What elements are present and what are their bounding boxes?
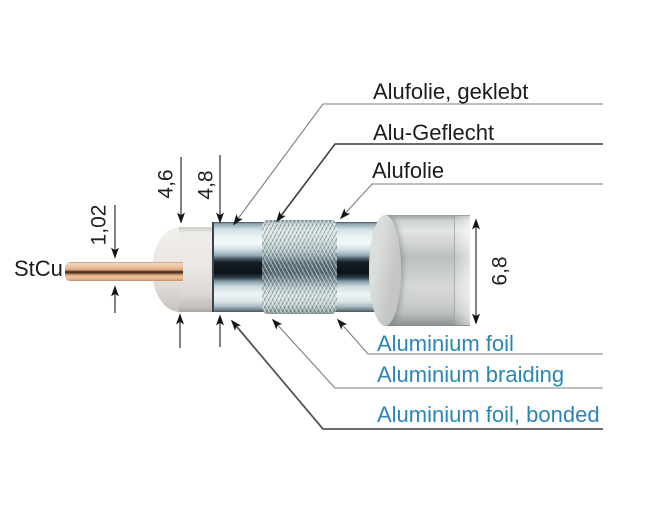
braid-shield xyxy=(262,220,337,314)
dielectric-body xyxy=(179,227,214,312)
dim-value-foil-diameter: 4,8 xyxy=(194,170,218,200)
outer-jacket-cut-face xyxy=(454,216,470,325)
leader-aluminium-braiding xyxy=(271,318,603,389)
label-alufolie-geklebt: Alufolie, geklebt xyxy=(373,79,529,104)
label-alu-geflecht: Alu-Geflecht xyxy=(373,120,495,145)
conductor-material-label: StCu xyxy=(14,256,63,281)
leader-alufolie-geklebt xyxy=(233,103,603,226)
outer-jacket-rim xyxy=(369,215,401,326)
leader-alufolie xyxy=(339,183,603,220)
label-aluminium-foil: Aluminium foil xyxy=(377,331,514,356)
label-aluminium-foil-bonded: Aluminium foil, bonded xyxy=(377,402,600,427)
label-alufolie: Alufolie xyxy=(372,158,445,183)
leader-alu-geflecht xyxy=(276,143,603,223)
dim-value-dielectric-diameter: 4,6 xyxy=(154,169,178,199)
dim-value-jacket-diameter: 6,8 xyxy=(488,256,512,286)
center-conductor xyxy=(65,262,183,281)
dim-value-conductor-diameter: 1,02 xyxy=(87,204,111,246)
label-aluminium-braiding: Aluminium braiding xyxy=(377,362,565,387)
leader-aluminium-foil xyxy=(336,318,603,355)
leader-aluminium-foil-bonded xyxy=(230,319,603,430)
